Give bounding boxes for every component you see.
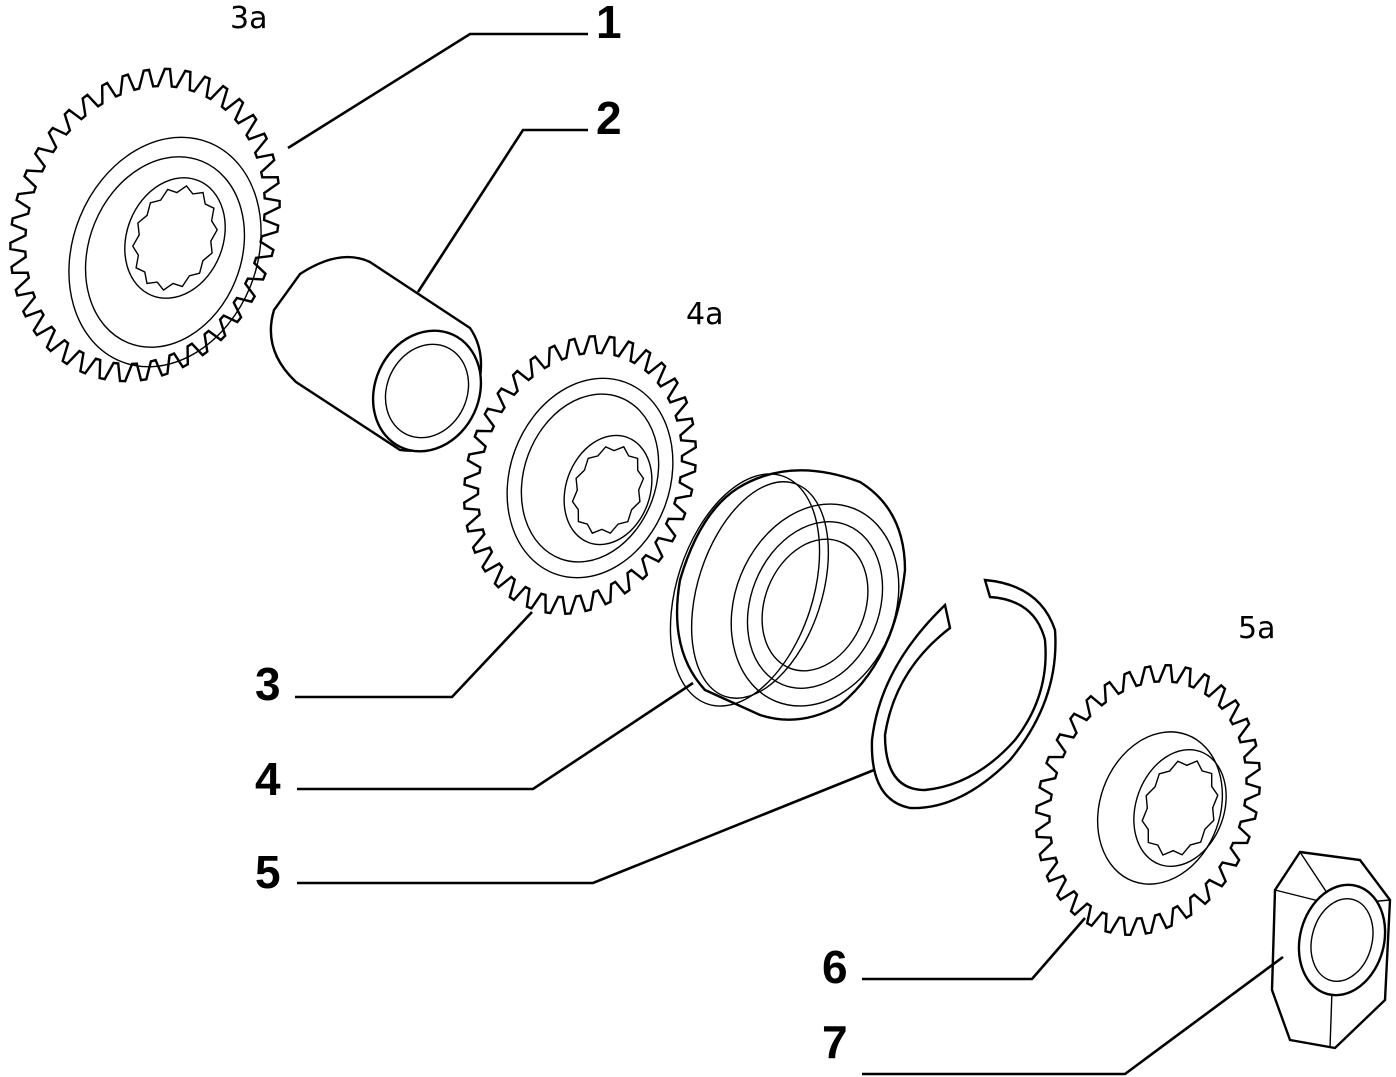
leader-line-4 xyxy=(297,681,694,791)
leader-line-6 xyxy=(862,917,1086,981)
leader-line-3 xyxy=(295,611,533,699)
leader-line-5 xyxy=(297,768,875,885)
gear-5a xyxy=(1035,663,1261,937)
leader-line-7 xyxy=(862,955,1284,1076)
callout-1: 1 xyxy=(596,0,622,48)
label-5a: 5a xyxy=(1238,611,1275,646)
gear-4a xyxy=(462,334,698,616)
callout-3: 3 xyxy=(255,658,281,710)
label-3a: 3a xyxy=(230,1,267,36)
label-4a: 4a xyxy=(686,297,723,332)
leader-line-2 xyxy=(416,128,588,293)
bushing xyxy=(269,255,483,453)
snap-ring xyxy=(870,578,1057,810)
callout-2: 2 xyxy=(596,92,622,144)
callout-6: 6 xyxy=(822,941,848,993)
callout-7: 7 xyxy=(822,1016,848,1068)
gear-3a xyxy=(9,67,281,383)
callout-4: 4 xyxy=(255,753,281,805)
nut xyxy=(1270,850,1392,1050)
leader-line-1 xyxy=(287,32,588,150)
bearing xyxy=(669,469,907,721)
callout-5: 5 xyxy=(255,846,281,898)
